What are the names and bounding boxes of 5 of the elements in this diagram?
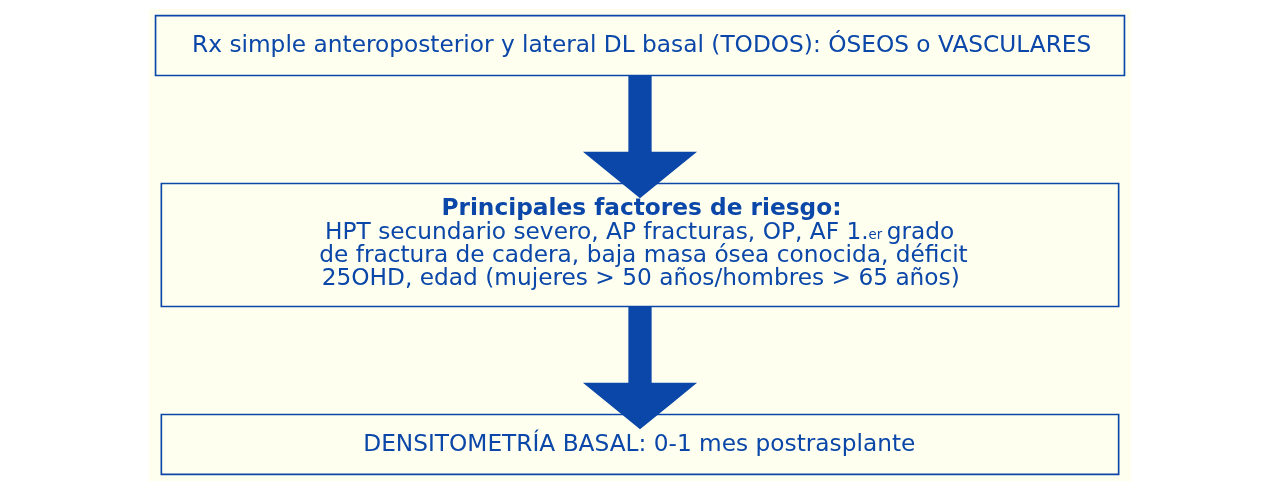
arrow: [582, 75, 698, 198]
node-box: Principales factores de riesgo: HPT secundario severo, AP fracturas, OP, AF 1.er grado de fractura de cadera, baja masa ósea conocida, déficit 25OHD, edad (mujeres > 50 años/hombres > 65 años): [160, 182, 1120, 307]
node-box: DENSITOMETRÍA BASAL: 0-1 mes postrasplante: [160, 413, 1120, 475]
arrow: [582, 306, 698, 429]
node-box: Rx simple anteroposterior y lateral DL basal (TODOS): ÓSEOS o VASCULARES: [154, 14, 1126, 76]
